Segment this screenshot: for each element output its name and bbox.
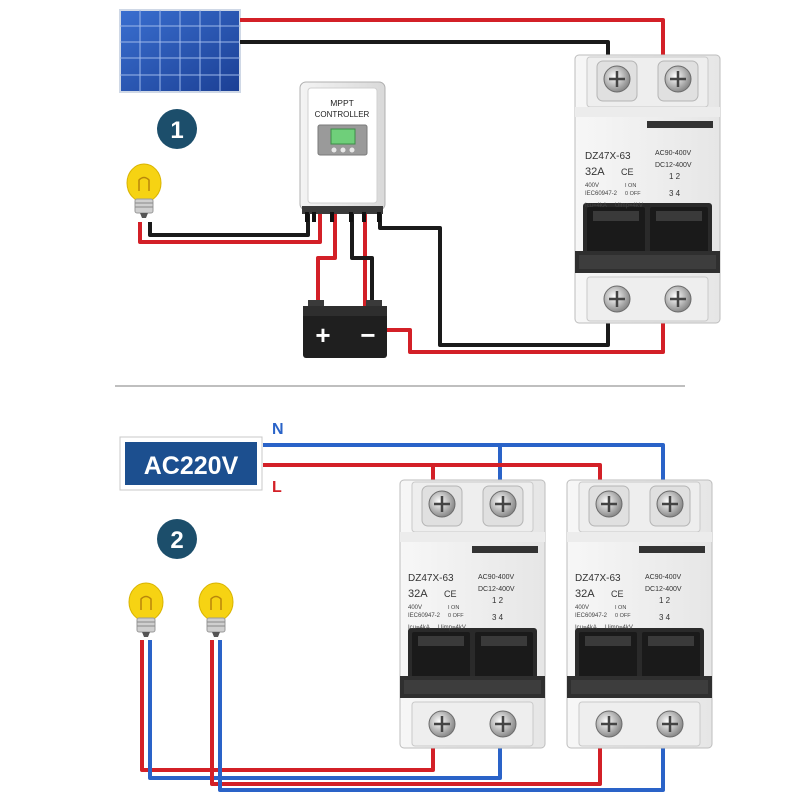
breaker-3-on: I ON (615, 605, 626, 611)
breaker-2-poles-top: 1 2 (492, 596, 504, 605)
controller-button-2 (340, 147, 346, 153)
breaker-1-icu: Icu=4kA (585, 203, 607, 209)
breaker-1-off: 0 OFF (625, 191, 641, 197)
breaker-2-ac: AC90-400V (478, 574, 515, 581)
breaker-1-spec2: IEC60947-2 (585, 191, 618, 197)
battery-positive-wire (316, 213, 337, 305)
circuit-breaker-2: DZ47X-63 32A CE 400V IEC60947-2 I ON 0 O… (398, 478, 547, 750)
breaker-2-on: I ON (448, 605, 459, 611)
live-label: L (272, 479, 282, 496)
breaker-3-live-out (210, 640, 602, 786)
load-negative-wire (148, 213, 310, 237)
battery-minus: − (360, 320, 375, 350)
breaker-negative-out-wire (378, 213, 610, 347)
breaker-3-dc: DC12-400V (645, 586, 682, 593)
breaker-2-off: 0 OFF (448, 613, 464, 619)
breaker-1-rating: 32A (585, 166, 605, 178)
controller-button-3 (349, 147, 355, 153)
breaker-2-ce: CE (444, 589, 457, 599)
breaker-2-uimp: Uimp=4kV (438, 625, 466, 631)
breaker-1-poles-bot: 3 4 (669, 189, 681, 198)
breaker-3-neutral-out (218, 640, 665, 792)
breaker-2-spec2: IEC60947-2 (408, 613, 441, 619)
breaker-3-uimp: Uimp=4kV (605, 625, 633, 631)
breaker-3-model: DZ47X-63 (575, 573, 621, 584)
breaker-2-model: DZ47X-63 (408, 573, 454, 584)
breaker-2-spec1: 400V (408, 605, 422, 611)
controller-label-line2: CONTROLLER (315, 110, 370, 119)
ac-wiring (140, 443, 665, 792)
solar-panel-icon (119, 9, 241, 93)
controller-display (330, 128, 356, 145)
breaker-1-on: I ON (625, 183, 636, 189)
step-badge-2: 2 (157, 519, 197, 559)
breaker-1-dc: DC12-400V (655, 162, 692, 169)
section-2: AC220V N L 2 DZ47X-63 32A CE 400V IEC609… (119, 421, 714, 792)
breaker-3-spec2: IEC60947-2 (575, 613, 608, 619)
breaker-2-dc: DC12-400V (478, 586, 515, 593)
breaker-2-live-out (140, 640, 435, 772)
breaker-3-spec1: 400V (575, 605, 589, 611)
breaker-3-poles-bot: 3 4 (659, 613, 671, 622)
panel-positive-wire (240, 18, 665, 70)
lightbulb-icon (128, 582, 164, 638)
breaker-3-ac: AC90-400V (645, 574, 682, 581)
battery-icon: + − (303, 300, 387, 358)
breaker-2-icu: Icu=4kA (408, 625, 430, 631)
section-1: MPPT CONTROLLER 1 (119, 9, 722, 358)
breaker-1-spec1: 400V (585, 183, 599, 189)
breaker-1-model: DZ47X-63 (585, 151, 631, 162)
breaker-3-poles-top: 1 2 (659, 596, 671, 605)
breaker-1-ce: CE (621, 167, 634, 177)
breaker-3-icu: Icu=4kA (575, 625, 597, 631)
breaker-3-rating: 32A (575, 588, 595, 600)
step-number-2: 2 (170, 527, 183, 554)
neutral-supply-wire (263, 443, 665, 495)
breaker-1-poles-top: 1 2 (669, 172, 681, 181)
mppt-controller: MPPT CONTROLLER (299, 81, 386, 222)
breaker-1-ac: AC90-400V (655, 150, 692, 157)
controller-button-1 (331, 147, 337, 153)
breaker-2-rating: 32A (408, 588, 428, 600)
breaker-2-neutral-out (148, 640, 502, 780)
breaker-2-poles-bot: 3 4 (492, 613, 504, 622)
battery-negative-wire (350, 213, 374, 305)
load-positive-wire (138, 213, 322, 244)
battery-plus: + (315, 320, 330, 350)
lightbulb-icon (126, 163, 162, 219)
panel-negative-wire (240, 40, 610, 70)
breaker-1-uimp: Uimp=4kV (615, 203, 643, 209)
ac-source-box: AC220V (119, 436, 263, 491)
breaker-3-ce: CE (611, 589, 624, 599)
ac-source-label: AC220V (144, 452, 239, 480)
step-badge-1: 1 (157, 109, 197, 149)
controller-label-line1: MPPT (330, 98, 354, 108)
circuit-breaker-3: DZ47X-63 32A CE 400V IEC60947-2 I ON 0 O… (565, 478, 714, 750)
step-number-1: 1 (170, 117, 183, 144)
neutral-label: N (272, 421, 284, 438)
breaker-3-off: 0 OFF (615, 613, 631, 619)
circuit-breaker-1: DZ47X-63 32A CE 400V IEC60947-2 I ON 0 O… (573, 53, 722, 325)
lightbulb-icon (198, 582, 234, 638)
